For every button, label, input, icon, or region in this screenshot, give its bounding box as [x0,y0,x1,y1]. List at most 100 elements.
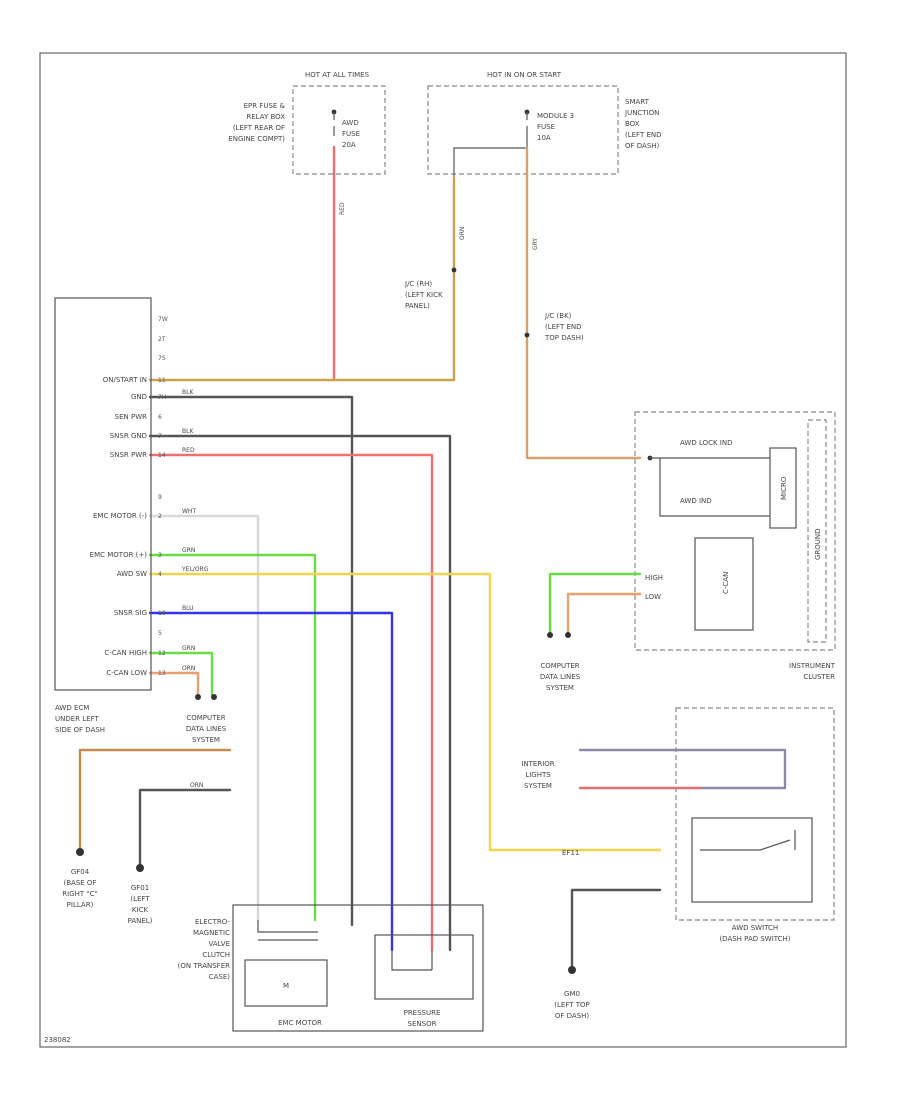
ccan-high-wire [148,651,214,697]
snsr-sig-blue-wire [148,611,394,952]
ecm-pin-number: 7H [158,394,166,401]
instrument-cluster-outline [634,411,836,651]
module3-fuse-line-2: FUSE [537,123,555,131]
cluster-ground-block [807,419,827,643]
gf01-line-4: PANEL) [128,917,153,925]
snsr-pwr-red-wire [148,453,434,952]
ecm-pin-label: C-CAN HIGH [104,649,147,657]
gm0-line-3: OF DASH) [555,1012,590,1020]
gf04-ground-terminal [76,848,84,856]
ecm-pin-number: 2T [158,336,166,343]
emc-box-line-3: VALVE [209,940,230,948]
gf04-line-4: PILLAR) [67,901,94,909]
cdl1-line-2: DATA LINES [186,725,227,733]
gf04-line-1: GF04 [71,868,90,876]
gm0-line-2: (LEFT TOP [554,1001,589,1009]
sjb-line-2: JUNCTION [624,109,659,117]
interior-lights-line-1: INTERIOR [521,760,554,768]
awd-ecm-box [54,297,152,691]
jc1-splice [451,267,457,273]
smart-junction-box-outline [427,85,619,175]
cluster-ccan-block [694,537,754,631]
gf01-ground-wire [138,788,232,868]
cluster-ccan-label: C-CAN [722,572,730,594]
ecm-pin-label: EMC MOTOR (+) [90,551,148,559]
gf01-line-1: GF01 [131,884,149,892]
ecm-pin-number: 7W [158,316,168,323]
epr-box-line-4: ENGINE COMPT) [228,135,285,143]
orn-top-wire-label: ORN [459,227,466,240]
ecm-pin-number: 7S [158,355,166,362]
cdl2-line-2: DATA LINES [540,673,581,681]
emc-motor-pos-wire [148,553,317,922]
blk1-wire-label: BLK [182,389,194,396]
emc-box-line-2: MAGNETIC [193,929,230,937]
jc1-line-1: J/C (RH) [404,280,432,288]
ecm-pin-number: 7 [158,433,162,440]
ecm-pin-label: ON/START IN [103,376,147,384]
ecm-label-line-2: UNDER LEFT [55,715,99,723]
cdl1-line-1: COMPUTER [186,714,225,722]
cluster-label-line-2: CLUSTER [803,673,835,681]
epr-box-line-2: RELAY BOX [246,113,285,121]
can-low-terminal [195,694,201,700]
gf04-ground-wire [78,748,232,852]
awd-switch-contact-box [691,817,813,903]
sjb-internal-feed [453,136,528,178]
awd-switch-line-2: (DASH PAD SWITCH) [719,935,790,943]
grn-wire-label: GRN [182,547,195,554]
pressure-sensor-internal [391,950,433,971]
can-high-terminal [211,694,217,700]
awd-fuse-line-1: AWD [342,119,359,127]
yel-wire-label: YEL/ORG [181,566,209,573]
cluster-micro-block [769,447,797,529]
ecm-pin-label: C-CAN LOW [106,669,147,677]
cluster-can-high-label: HIGH [645,574,663,582]
jc2-splice [524,332,530,338]
cluster-indicator-wiring [650,457,770,517]
can-orn-wire-label: ORN [182,665,195,672]
blk2-wire-label: BLK [182,428,194,435]
cdl2-line-1: COMPUTER [540,662,579,670]
emc-motor-letter: M [283,982,289,990]
jc1-line-3: PANEL) [405,302,430,310]
cluster-can-low-terminal [565,632,571,638]
gm0-ground-wire [570,888,662,970]
ecm-pin-number: 12 [158,650,166,657]
module3-fuse-line-3: 10A [537,134,551,142]
ecm-pin-number: 9 [158,494,162,501]
epr-box-line-1: EPR FUSE & [244,102,286,110]
on-start-orange-wire [148,176,456,382]
ecm-pin-label: SNSR PWR [110,451,147,459]
sjb-line-1: SMART [625,98,650,106]
red-wire-label: RED [182,447,195,454]
cluster-micro-label: MICRO [780,476,788,500]
cdl2-line-3: SYSTEM [546,684,574,692]
ecm-pin-number: 4 [158,571,162,578]
ecm-pin-label: SNSR SIG [114,609,147,617]
pressure-sensor-line-1: PRESSURE [404,1009,441,1017]
gm0-line-1: GM0 [564,990,580,998]
module3-fuse-line-1: MODULE 3 [537,112,574,120]
awd-switch-contact [700,830,796,851]
orn-wire-label: ORN [190,782,203,789]
emc-box-line-6: CASE) [209,973,231,981]
awd-switch-line-1: AWD SWITCH [732,924,778,932]
emc-box-line-5: (ON TRANSFER [178,962,230,970]
emc-clutch-coil [257,920,318,941]
emc-box-line-4: CLUTCH [202,951,230,959]
cluster-can-high-wire [548,572,642,635]
snsr-gnd-wire [148,434,452,952]
emc-motor-label: EMC MOTOR [278,1019,322,1027]
ecm-pin-label: GND [131,393,147,401]
interior-lights-line-2: LIGHTS [525,771,551,779]
jc2-line-2: (LEFT END [545,323,582,331]
figure-id: 238082 [44,1036,71,1044]
ecm-pin-label: EMC MOTOR (-) [93,512,147,520]
awd-switch-outline [675,707,835,921]
epr-fuse-relay-box [292,85,386,175]
ecm-pin-number: 5 [158,630,162,637]
pressure-sensor-line-2: SENSOR [408,1020,437,1028]
gnd-black-wire [148,395,354,927]
gf01-ground-terminal [136,864,144,872]
